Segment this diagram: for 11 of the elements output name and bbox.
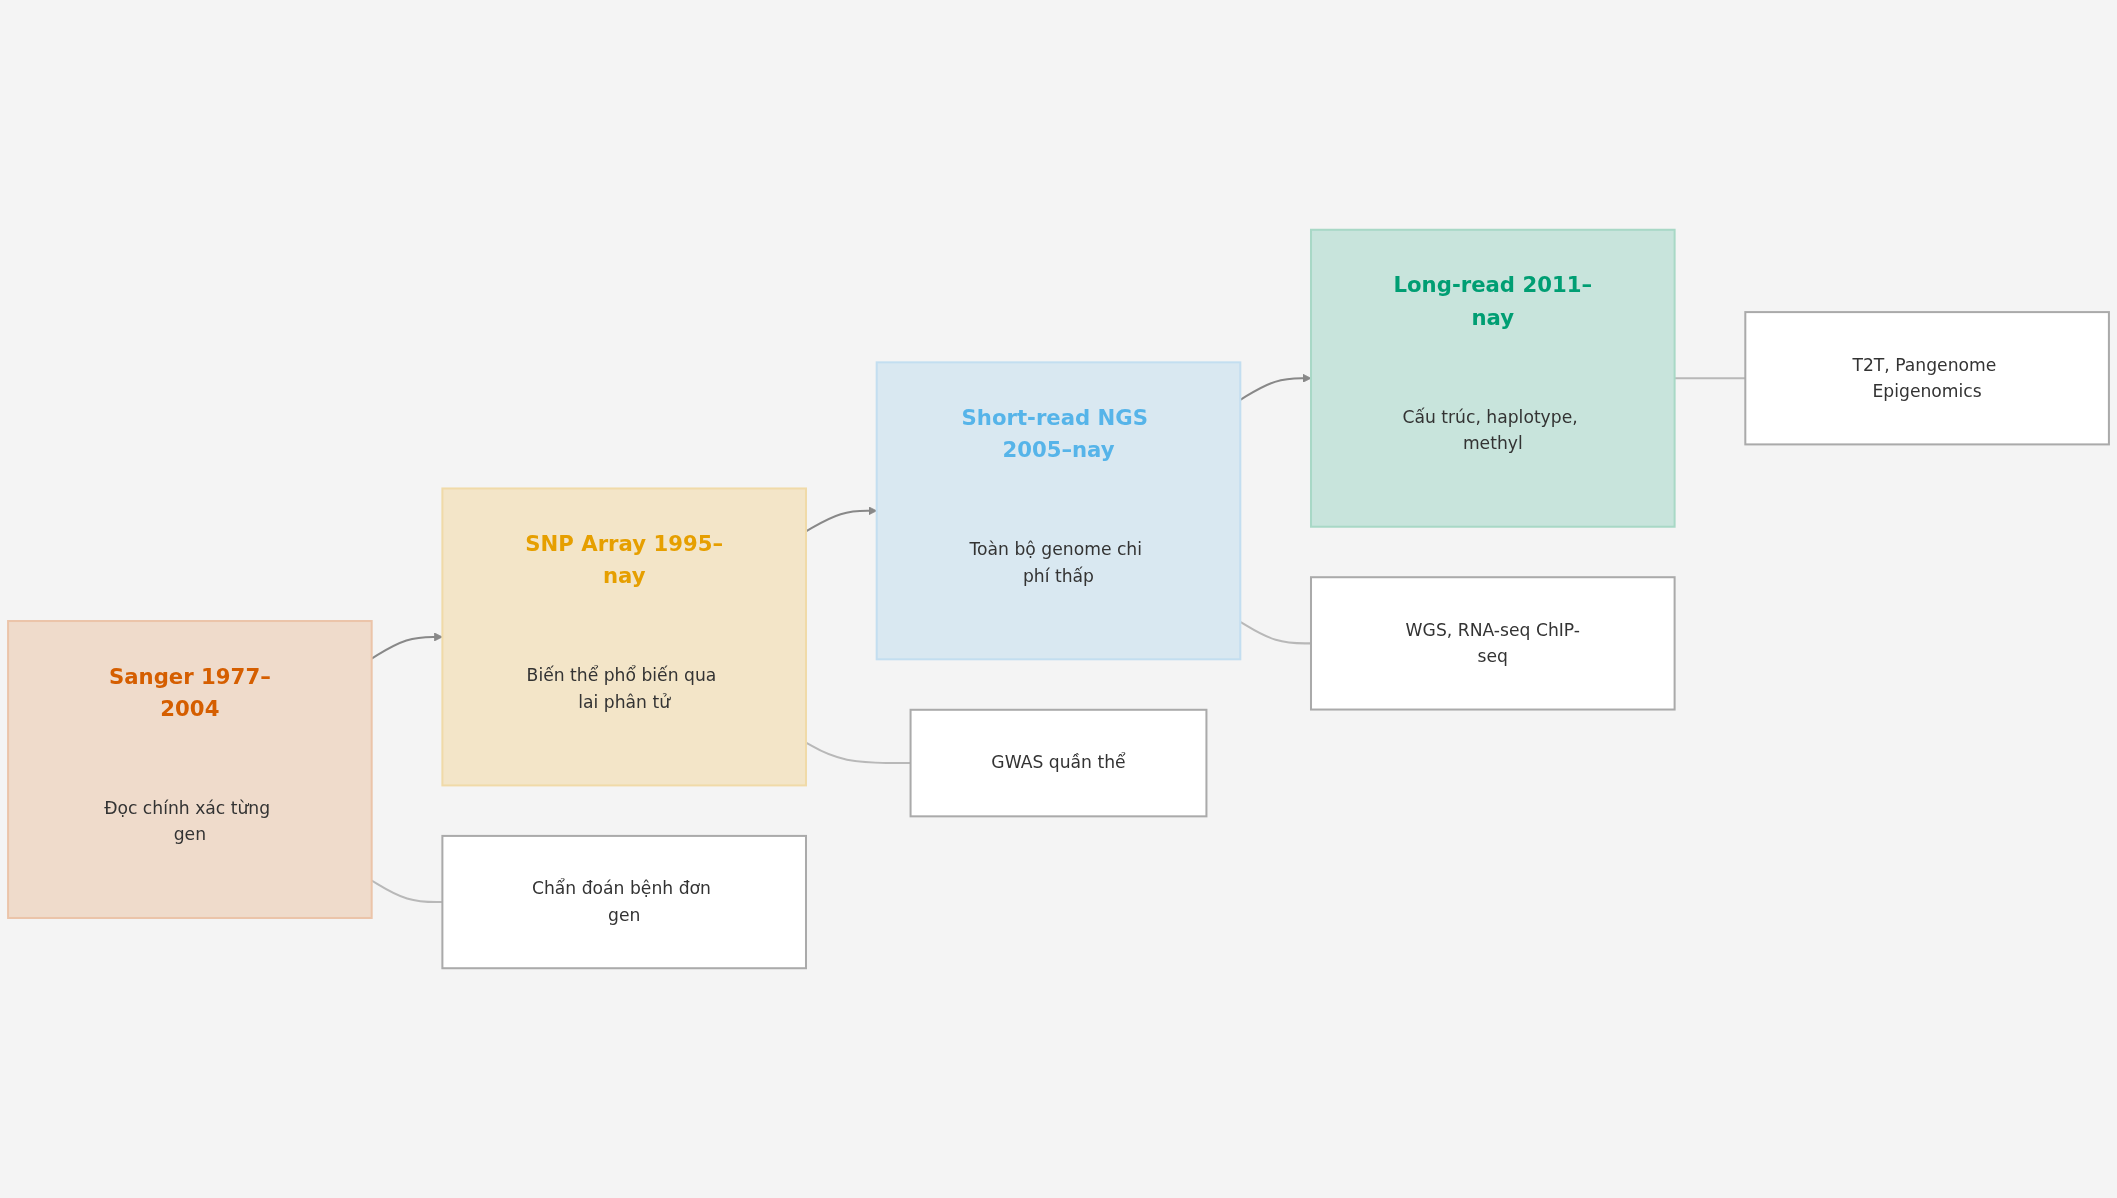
node-box: Sanger 1977–2004 Đọc chính xác từng gen: [7, 620, 373, 919]
arrow: [371, 632, 443, 660]
node-box: Chẩn đoán bệnh đơn gen: [441, 834, 807, 970]
connector: [371, 879, 443, 904]
node-box: Short-read NGS 2005–nay Toàn bộ genome chi phí thấp: [875, 361, 1242, 661]
connector: [1674, 377, 1746, 380]
node-box: GWAS quần thể: [909, 708, 1208, 818]
node-box: WGS, RNA-seq ChIP-seq: [1310, 576, 1676, 711]
node-box: SNP Array 1995–nay Biến thể phổ biến qua lai phân tử: [441, 487, 807, 787]
node-box: Long-read 2011–nay Cấu trúc, haplotype, methyl: [1310, 228, 1676, 528]
node-box: T2T, Pangenome Epigenomics: [1744, 311, 2110, 446]
